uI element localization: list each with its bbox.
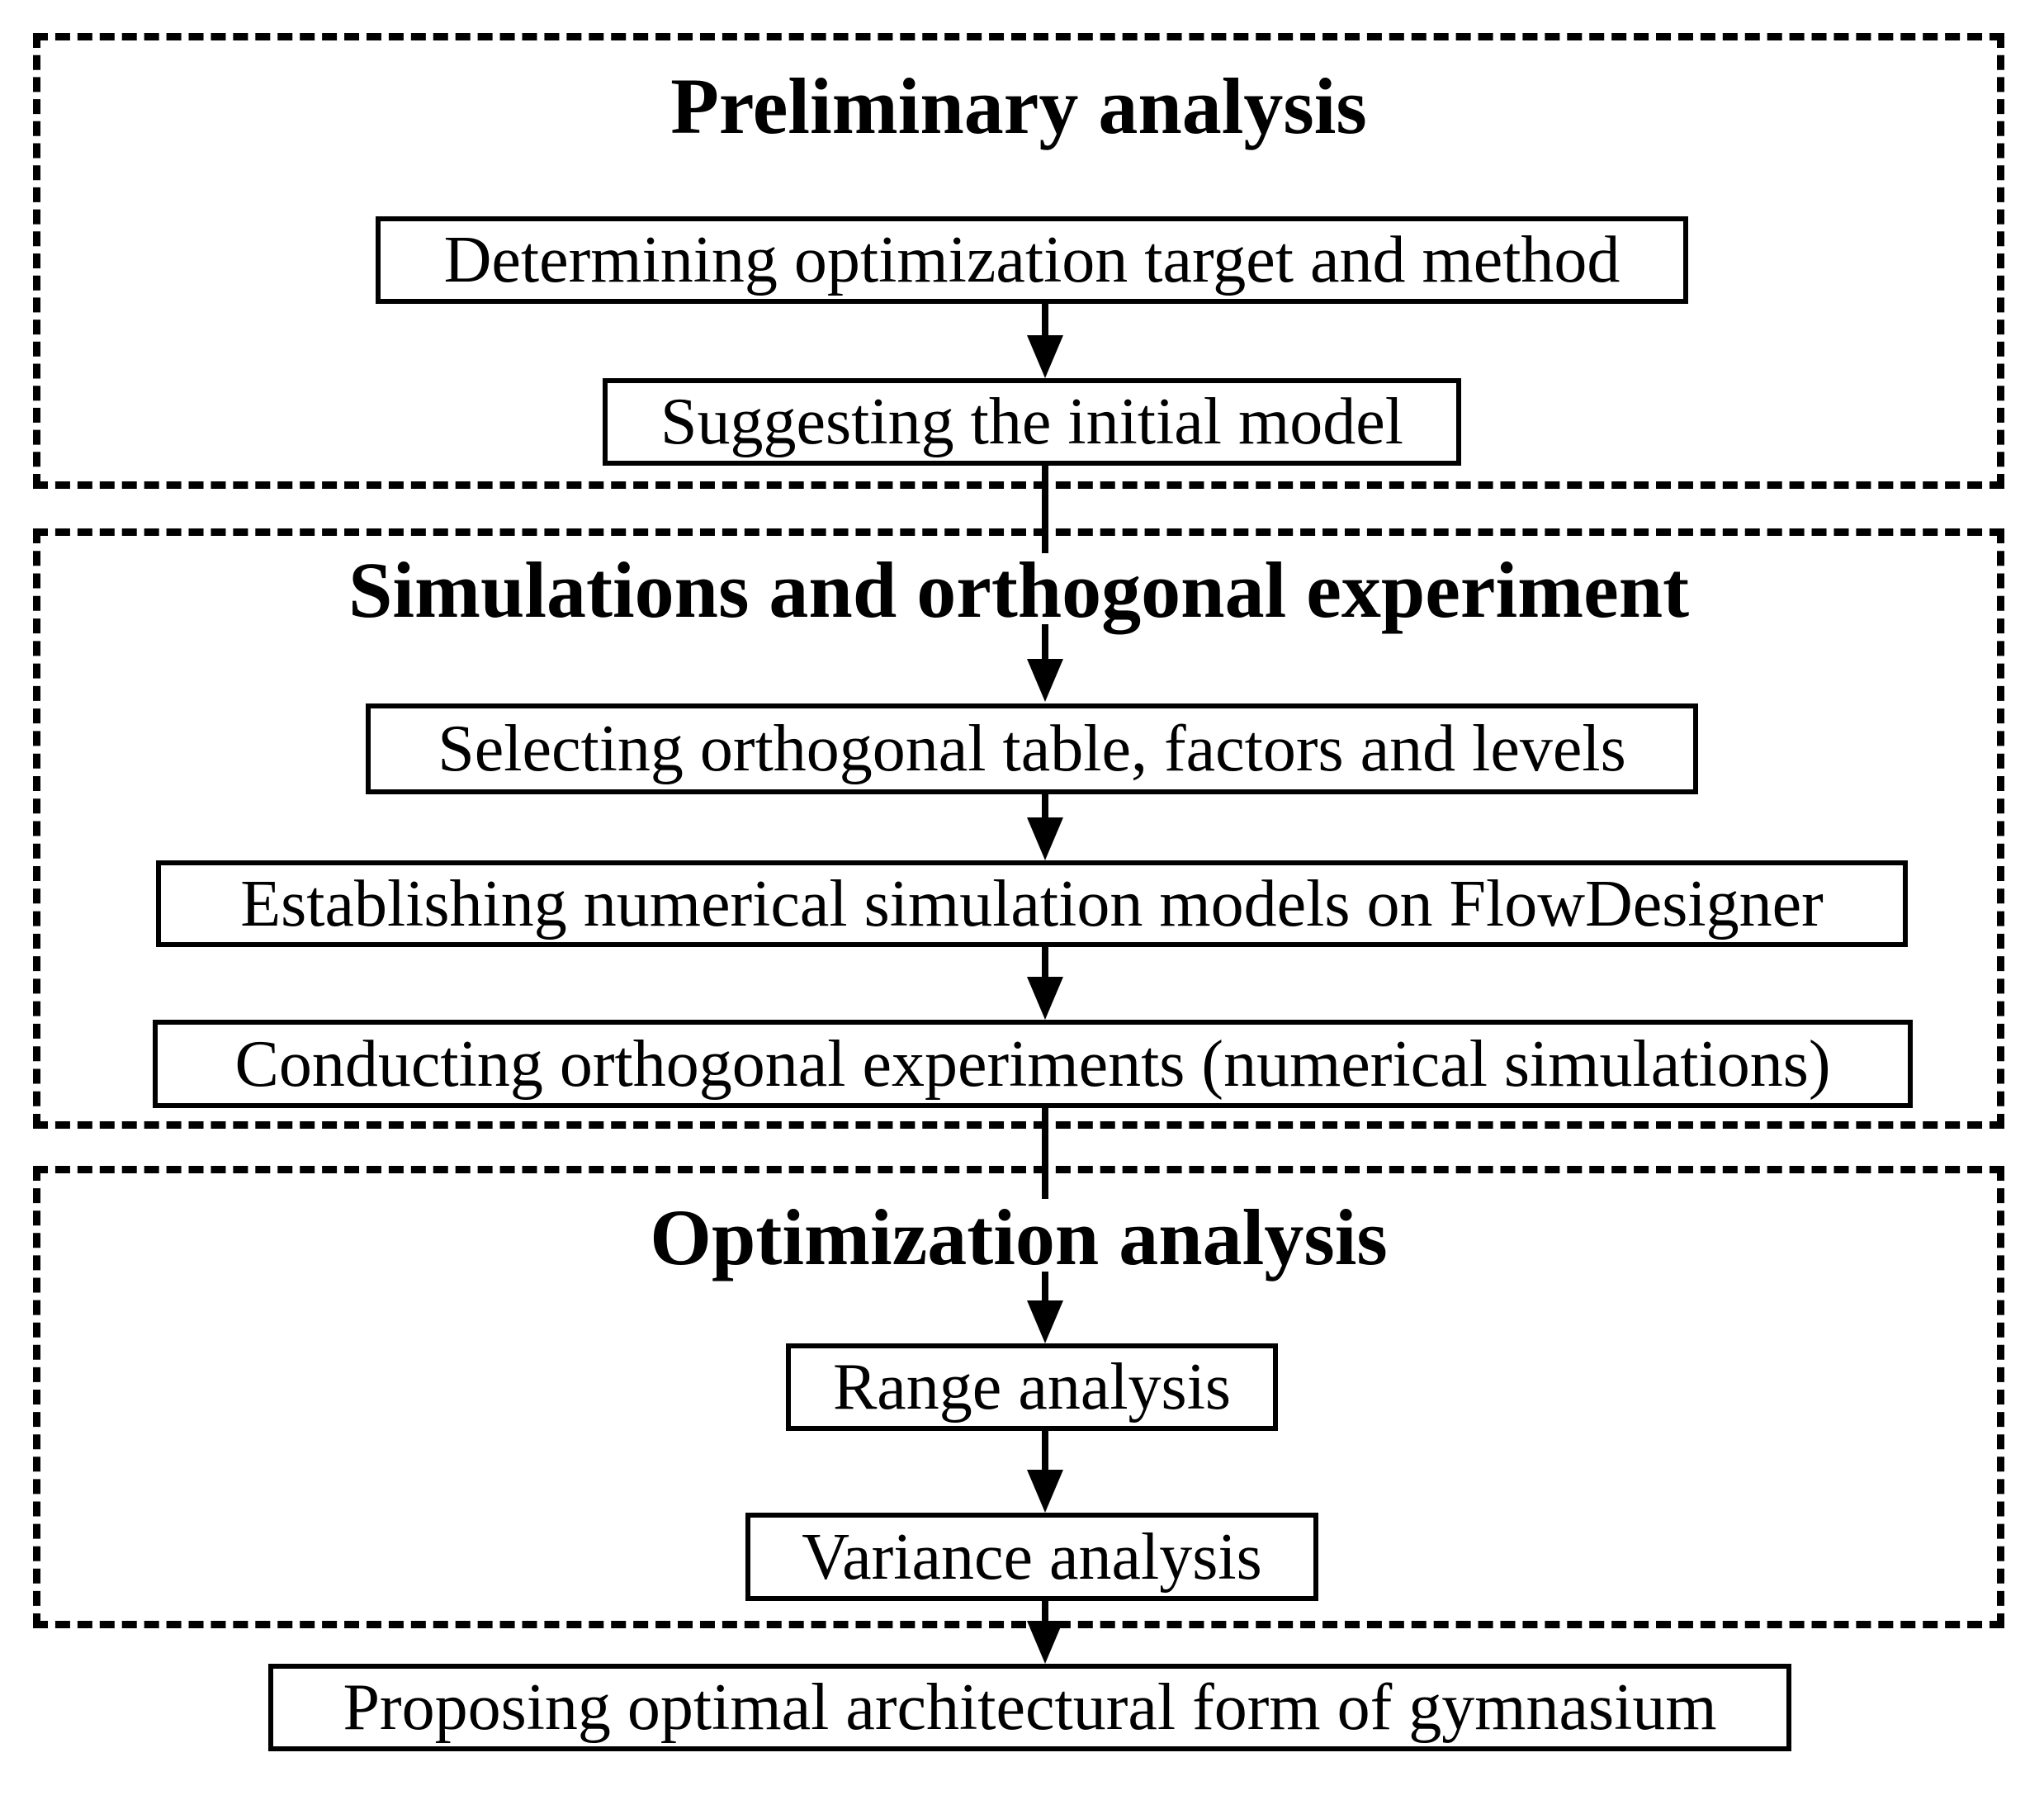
down-arrowhead-icon	[1027, 335, 1063, 378]
connector-line	[1042, 624, 1048, 661]
down-arrowhead-icon	[1027, 1621, 1063, 1664]
connector-line	[1042, 1601, 1048, 1624]
section-title-optimization: Optimization analysis	[650, 1193, 1388, 1281]
step-box-range-analysis: Range analysis	[786, 1343, 1278, 1431]
section-title-preliminary-analysis: Preliminary analysis	[670, 62, 1367, 150]
connector-line	[1042, 304, 1048, 339]
step-box-suggesting-initial-model: Suggesting the initial model	[603, 378, 1461, 466]
section-preliminary-analysis-border	[33, 33, 2004, 489]
connector-line	[1042, 794, 1048, 819]
step-box-determining-target: Determining optimization target and meth…	[376, 216, 1688, 304]
connector-line	[1042, 1108, 1048, 1199]
step-box-selecting-orthogonal-table: Selecting orthogonal table, factors and …	[366, 703, 1698, 794]
section-title-simulations: Simulations and orthogonal experiment	[348, 546, 1690, 634]
connector-line	[1042, 947, 1048, 980]
section-simulations-border	[33, 528, 2004, 1129]
down-arrowhead-icon	[1027, 1470, 1063, 1513]
down-arrowhead-icon	[1027, 659, 1063, 702]
down-arrowhead-icon	[1027, 817, 1063, 860]
step-box-proposing-optimal-form: Proposing optimal architectural form of …	[268, 1664, 1791, 1751]
section-optimization-border	[33, 1166, 2004, 1628]
connector-line	[1042, 1272, 1048, 1304]
connector-line	[1042, 466, 1048, 553]
down-arrowhead-icon	[1027, 1300, 1063, 1343]
down-arrowhead-icon	[1027, 977, 1063, 1020]
step-box-variance-analysis: Variance analysis	[745, 1513, 1318, 1601]
connector-line	[1042, 1431, 1048, 1473]
step-box-establishing-models: Establishing numerical simulation models…	[156, 860, 1908, 947]
step-box-conducting-experiments: Conducting orthogonal experiments (numer…	[153, 1020, 1913, 1108]
